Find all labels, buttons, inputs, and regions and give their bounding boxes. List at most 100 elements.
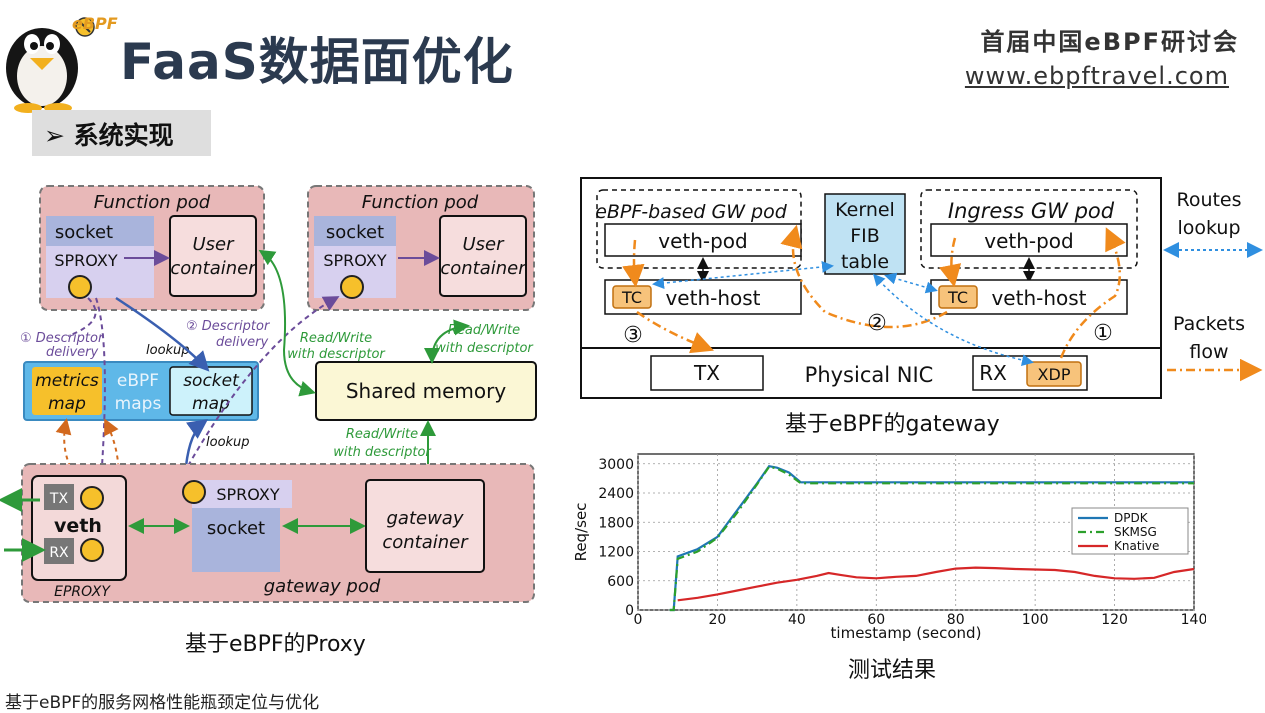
legend-label: DPDK — [1114, 511, 1149, 525]
y-tick-label: 600 — [607, 574, 634, 590]
diagram-label: eBPF-based GW pod — [595, 201, 788, 223]
diagram-label: with descriptor — [333, 445, 432, 460]
tx-box — [44, 484, 74, 510]
tx-box — [650, 355, 764, 391]
gateway-pod-label: gateway pod — [264, 576, 381, 597]
gateway-container — [365, 479, 485, 573]
legend-label: SKMSG — [1114, 525, 1157, 539]
veth-pod-1 — [604, 223, 802, 257]
diagram-shape — [79, 21, 91, 33]
bee-icon — [80, 538, 104, 562]
diagram-shape — [115, 296, 210, 372]
x-tick-label: 40 — [788, 612, 806, 628]
diagram-label: gateway — [387, 508, 464, 529]
diagram-label: delivery — [46, 345, 99, 360]
series-line-dpdk — [669, 464, 1194, 612]
x-tick-label: 20 — [709, 612, 727, 628]
y-tick-label: 0 — [625, 603, 634, 619]
legend-routes: Routes — [1176, 189, 1241, 211]
diagram-label: veth-pod — [658, 229, 748, 253]
diagram-label: Ingress GW pod — [948, 199, 1115, 223]
x-tick-label: 60 — [867, 612, 885, 628]
diagram-shape — [192, 480, 292, 508]
diagram-label: veth-host — [665, 286, 760, 310]
function-pod-2-label: Function pod — [362, 192, 479, 213]
diagram-label: Read/Write — [346, 427, 418, 442]
x-tick-label: 140 — [1181, 612, 1206, 628]
y-tick-label: 1200 — [598, 545, 634, 561]
diagram-shape — [872, 273, 1034, 367]
diagram-label: socket — [183, 371, 240, 391]
diagram-shape — [1059, 227, 1126, 359]
diagram-shape — [30, 58, 54, 70]
eproxy-label: EPROXY — [54, 584, 111, 600]
y-axis-label: Req/sec — [572, 503, 590, 562]
diagram-label: container — [382, 532, 469, 553]
diagram-shape — [46, 246, 154, 298]
diagram-label: XDP — [1038, 365, 1071, 384]
bee-icon — [340, 275, 364, 299]
function-pod-1-label: Function pod — [94, 192, 211, 213]
diagram-shape — [622, 239, 645, 288]
legend-packets: Packets — [1173, 313, 1245, 335]
rx-box — [44, 538, 74, 564]
diagram-label: RX — [49, 545, 69, 561]
diagram-label: map — [192, 394, 230, 414]
diagram-shape — [67, 297, 97, 337]
diagram-label: lookup — [1177, 217, 1240, 239]
user-container-2-l2: container — [440, 258, 527, 279]
diagram-label: ② — [867, 311, 887, 336]
chart-caption: 测试结果 — [848, 658, 937, 683]
diagram-label: RX — [979, 361, 1007, 385]
diagram-shape — [30, 42, 38, 50]
diagram-label: metrics — [35, 371, 99, 391]
diagram-label: ③ — [623, 323, 643, 348]
x-tick-label: 120 — [1101, 612, 1128, 628]
user-container-1 — [169, 215, 257, 297]
diagram-shape — [55, 418, 75, 475]
diagram-shape — [95, 297, 106, 467]
socket-2-label: socket — [326, 222, 384, 243]
y-tick-label: 2400 — [598, 486, 634, 502]
section-heading: ➢ 系统实现 — [32, 110, 211, 156]
diagram-label: lookup — [146, 343, 190, 358]
y-tick-label: 1800 — [598, 515, 634, 531]
diagram-shape — [258, 249, 316, 397]
diagram-label: TX — [693, 361, 720, 385]
gateway-figure: eBPF-based GW pod veth-pod Ingress GW po… — [575, 172, 1265, 404]
diagram-shape — [184, 419, 209, 467]
x-tick-label: 80 — [947, 612, 965, 628]
diagram-shape — [17, 46, 67, 106]
series-line-knative — [677, 566, 1195, 602]
diagram-shape — [636, 310, 715, 354]
user-container-2 — [439, 215, 527, 297]
ebpf-maps-label: eBPF — [117, 371, 159, 391]
x-tick-label: 0 — [634, 612, 643, 628]
user-container-1-l2: container — [170, 258, 257, 279]
x-tick-label: 100 — [1022, 612, 1049, 628]
socket-1-label: socket — [55, 222, 113, 243]
xdp-box — [1026, 361, 1082, 387]
user-container-1-l1: User — [192, 234, 235, 255]
section-label: ➢ 系统实现 — [44, 121, 174, 150]
veth-label: veth — [54, 515, 102, 537]
diagram-label: Kernel — [835, 199, 895, 221]
diagram-label: delivery — [216, 335, 269, 350]
veth-pod-2 — [930, 223, 1128, 257]
physical-nic-label: Physical NIC — [805, 363, 934, 387]
diagram-label: TX — [49, 491, 69, 507]
conference-url[interactable]: www.ebpftravel.com — [964, 62, 1229, 90]
sproxy-2-label: SPROXY — [323, 251, 386, 270]
gateway-caption: 基于eBPF的gateway — [785, 412, 1000, 437]
diagram-label: table — [841, 251, 889, 273]
x-axis-label: timestamp (second) — [831, 624, 982, 642]
diagram-label: maps — [115, 394, 162, 414]
footer-text: 基于eBPF的服务网格性能瓶颈定位与优化 — [5, 693, 320, 713]
metrics-map — [32, 367, 102, 415]
diagram-shape — [46, 42, 54, 50]
diagram-label: veth-host — [991, 286, 1086, 310]
diagram-label: veth-pod — [984, 229, 1074, 253]
logo-text: eBPF — [72, 14, 118, 33]
diagram-label: map — [48, 394, 86, 414]
diagram-label: Read/Write — [300, 331, 372, 346]
